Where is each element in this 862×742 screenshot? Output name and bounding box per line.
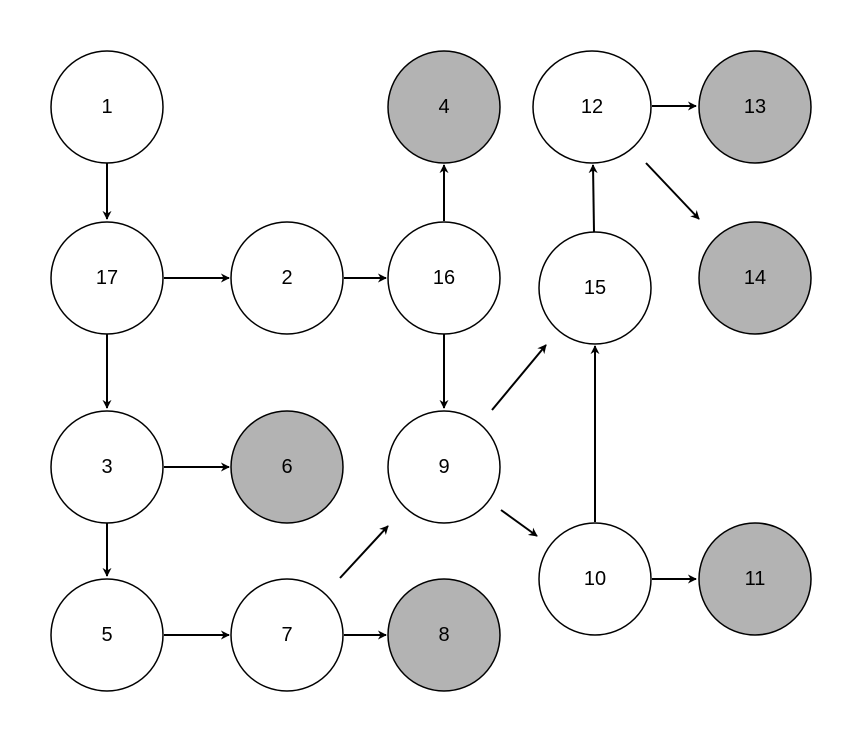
node-circle (538, 231, 652, 345)
node-circle (230, 578, 344, 692)
node-14: 14 (698, 221, 812, 335)
node-6: 6 (230, 410, 344, 524)
node-label: 7 (281, 624, 292, 646)
node-circle (387, 578, 501, 692)
node-16: 16 (387, 221, 501, 335)
node-label: 2 (281, 267, 292, 289)
node-label: 4 (438, 96, 449, 118)
node-label: 5 (101, 624, 112, 646)
node-circle (387, 410, 501, 524)
node-3: 3 (50, 410, 164, 524)
node-label: 8 (438, 624, 449, 646)
node-circle (532, 50, 652, 164)
node-label: 1 (101, 96, 112, 118)
node-circle (230, 221, 344, 335)
node-9: 9 (387, 410, 501, 524)
node-circle (50, 221, 164, 335)
edge-12-to-14 (645, 162, 700, 220)
node-7: 7 (230, 578, 344, 692)
node-label: 11 (745, 568, 766, 590)
node-label: 10 (584, 568, 606, 590)
node-circle (50, 578, 164, 692)
node-label: 13 (744, 96, 766, 118)
node-circle (387, 221, 501, 335)
node-circle (698, 50, 812, 164)
node-circle (698, 221, 812, 335)
node-label: 12 (581, 96, 603, 118)
node-8: 8 (387, 578, 501, 692)
node-5: 5 (50, 578, 164, 692)
node-label: 16 (433, 267, 455, 289)
node-circle (230, 410, 344, 524)
edge-15-to-12 (588, 164, 598, 233)
edges-group (102, 101, 700, 640)
edge-9-to-10 (500, 509, 538, 537)
node-4: 4 (387, 50, 501, 164)
node-circle (50, 50, 164, 164)
node-circle (50, 410, 164, 524)
node-17: 17 (50, 221, 164, 335)
node-15: 15 (538, 231, 652, 345)
node-11: 11 (698, 522, 812, 636)
node-circle (538, 522, 652, 636)
node-circle (387, 50, 501, 164)
node-12: 12 (532, 50, 652, 164)
node-label: 6 (281, 456, 292, 478)
node-2: 2 (230, 221, 344, 335)
nodes-group: 1 17 2 16 4 3 6 5 (50, 50, 812, 692)
node-label: 15 (584, 277, 606, 299)
node-label: 3 (101, 456, 112, 478)
node-10: 10 (538, 522, 652, 636)
node-label: 17 (96, 267, 118, 289)
node-circle (698, 522, 812, 636)
node-label: 9 (438, 456, 449, 478)
edge-7-to-9 (339, 525, 389, 579)
node-label: 14 (744, 267, 766, 289)
node-1: 1 (50, 50, 164, 164)
edge-9-to-15 (491, 344, 547, 411)
node-13: 13 (698, 50, 812, 164)
